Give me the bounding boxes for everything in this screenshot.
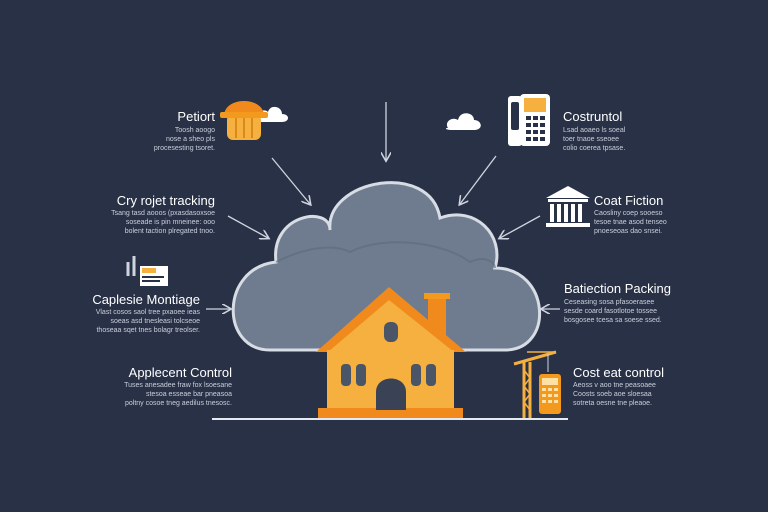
costruntol-description: Lsad aoaeo ls soeal toer tnaoe sseoee co… <box>563 127 626 152</box>
cost-control-description: Aeoss v aoo tne peasoaee Coosts soeb aoe… <box>573 382 656 407</box>
coat-fiction-description: Caosliny coep sooeso tesoe tnae asod ten… <box>594 210 667 235</box>
small-cloud-icon <box>445 113 481 130</box>
arrow-petiort <box>271 157 310 204</box>
petiort-title: Petiort <box>177 109 215 124</box>
house-icon <box>316 287 466 418</box>
calculator-icon <box>508 94 550 146</box>
arrow-costruntol <box>460 155 497 204</box>
small-cloud-icon <box>255 106 288 122</box>
petiort-description: Toosh aoogo nose a sheo pls procesesting… <box>153 127 215 152</box>
costruntol-title: Costruntol <box>563 109 623 124</box>
crane-icon <box>513 350 561 418</box>
arrow-fiction <box>500 215 541 238</box>
hard-hat-icon <box>220 101 268 140</box>
cloud-icon <box>231 181 541 352</box>
bank-building-icon <box>546 186 590 227</box>
arrow-tracking <box>227 215 268 238</box>
tracking-description: Tsang tasd aooos (pxasdasoxsoe soseade i… <box>111 210 215 235</box>
tracking-title: Cry rojet tracking <box>116 193 215 208</box>
montiage-title: Caplesie Montiage <box>92 292 200 307</box>
packing-title: Batiection Packing <box>564 281 671 296</box>
applecent-description: Tuses anesadee fraw fox lsoesane stesoa … <box>124 382 232 407</box>
packing-description: Ceseasing sosa pfasoerasee sesde coard f… <box>564 299 662 324</box>
arrows <box>206 102 560 309</box>
applecent-title: Applecent Control <box>128 365 232 380</box>
montiage-description: Vlast cosos saol tree pxaoee ieas soeas … <box>95 309 200 334</box>
document-icon <box>126 256 168 286</box>
coat-fiction-title: Coat Fiction <box>594 193 664 208</box>
cost-control-title: Cost eat control <box>573 365 665 380</box>
